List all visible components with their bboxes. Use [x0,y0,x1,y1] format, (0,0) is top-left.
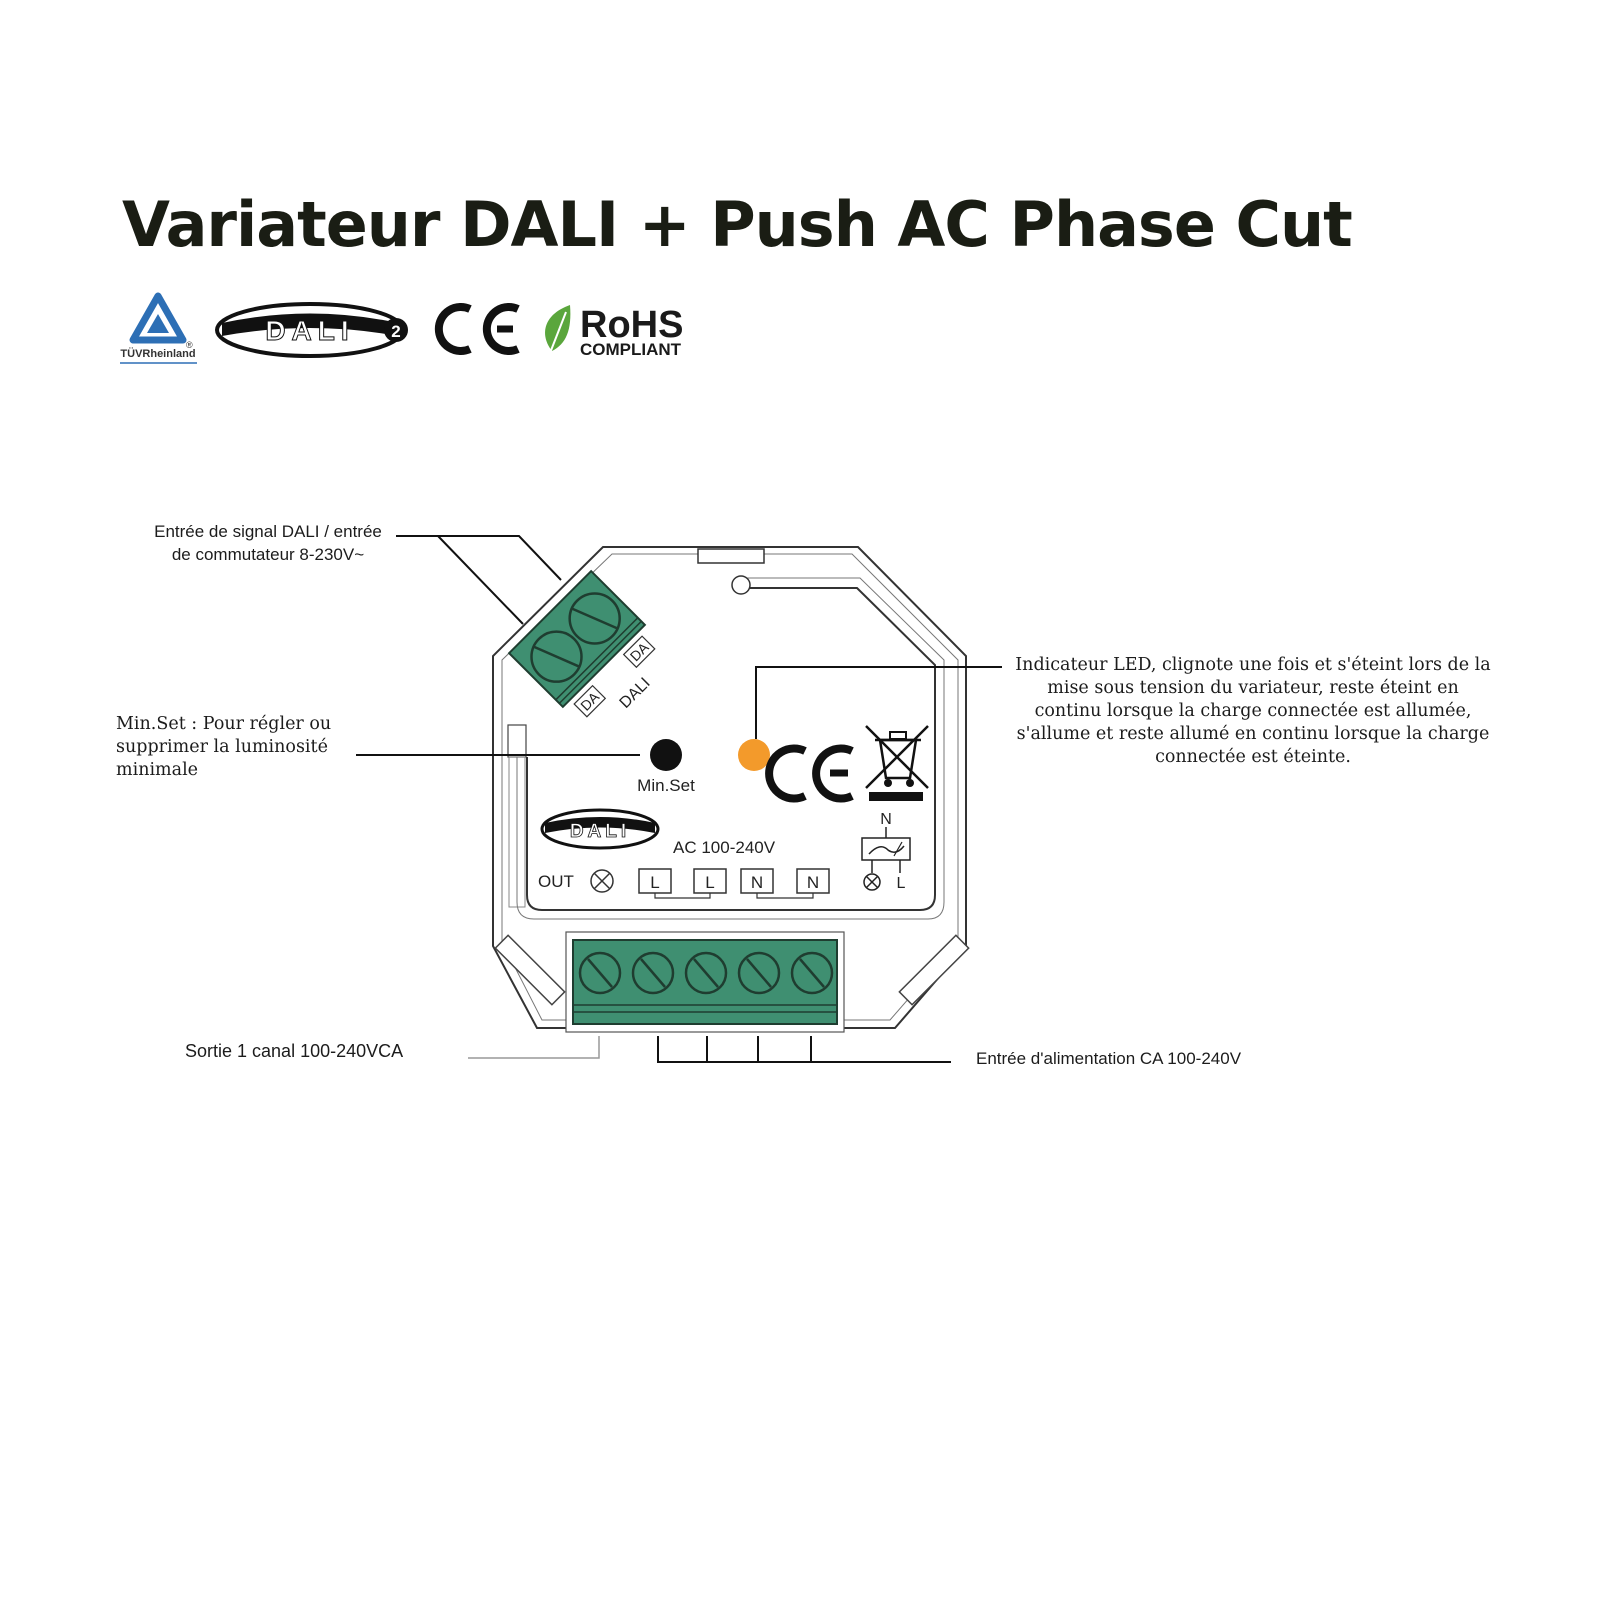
led-line-5: connectée est éteinte. [1155,747,1351,767]
weee-bin-icon [865,725,929,801]
led-line-1: Indicateur LED, clignote une fois et s'é… [1015,655,1491,675]
dali-input-line-2: de commutateur 8-230V~ [171,545,365,564]
min-set-line-3: minimale [116,760,199,780]
annotation-led: Indicateur LED, clignote une fois et s'é… [1003,654,1503,769]
terminal-screw-slot-5 [799,958,825,988]
terminal-label-2: L [705,873,714,892]
annotation-output: Sortie 1 canal 100-240VCA [185,1041,404,1061]
symbol-l-label: L [897,875,906,892]
terminal-screw-slot-3 [693,958,719,988]
min-set-line-1: Min.Set : Pour régler ou [116,714,332,734]
main-terminal-block [572,939,838,1025]
terminal-label-1: L [650,873,659,892]
terminal-screw-slot-4 [746,958,772,988]
symbol-n-label: N [880,811,892,828]
terminal-screw-slot-2 [640,958,666,988]
led-line-3: continu lorsque la charge connectée est … [1034,701,1472,721]
terminal-label-3: N [751,873,763,892]
annotation-dali-input: Entrée de signal DALI / entrée de commut… [139,520,397,566]
page-title: Variateur DALI + Push AC Phase Cut [122,188,1353,261]
dali-input-line-1: Entrée de signal DALI / entrée [154,522,382,541]
dali-input-terminal: DA DA DALI [507,569,656,718]
led-line-2: mise sous tension du variateur, reste ét… [1047,678,1459,698]
voltage-label: AC 100-240V [673,838,776,857]
annotation-min-set: Min.Set : Pour régler ou supprimer la lu… [116,713,331,782]
device-dali-logo: DALI [540,808,660,850]
min-set-label: Min.Set [637,776,695,795]
min-set-button[interactable] [650,739,682,771]
led-line-4: s'allume et reste allumé en continu lors… [1016,724,1490,744]
out-label: OUT [538,872,574,891]
device-dali-text: DALI [570,821,630,842]
annotation-power-input: Entrée d'alimentation CA 100-240V [976,1049,1242,1068]
output-leader-line [468,1036,600,1059]
dali-port-label: DALI [617,675,654,712]
terminal-screw-slot-1 [587,958,613,988]
device-ce-mark [765,744,854,803]
leader-lines [356,535,1002,1063]
terminal-label-4: N [807,873,819,892]
min-set-line-2: supprimer la luminosité [116,737,328,757]
led-indicator [738,739,770,771]
